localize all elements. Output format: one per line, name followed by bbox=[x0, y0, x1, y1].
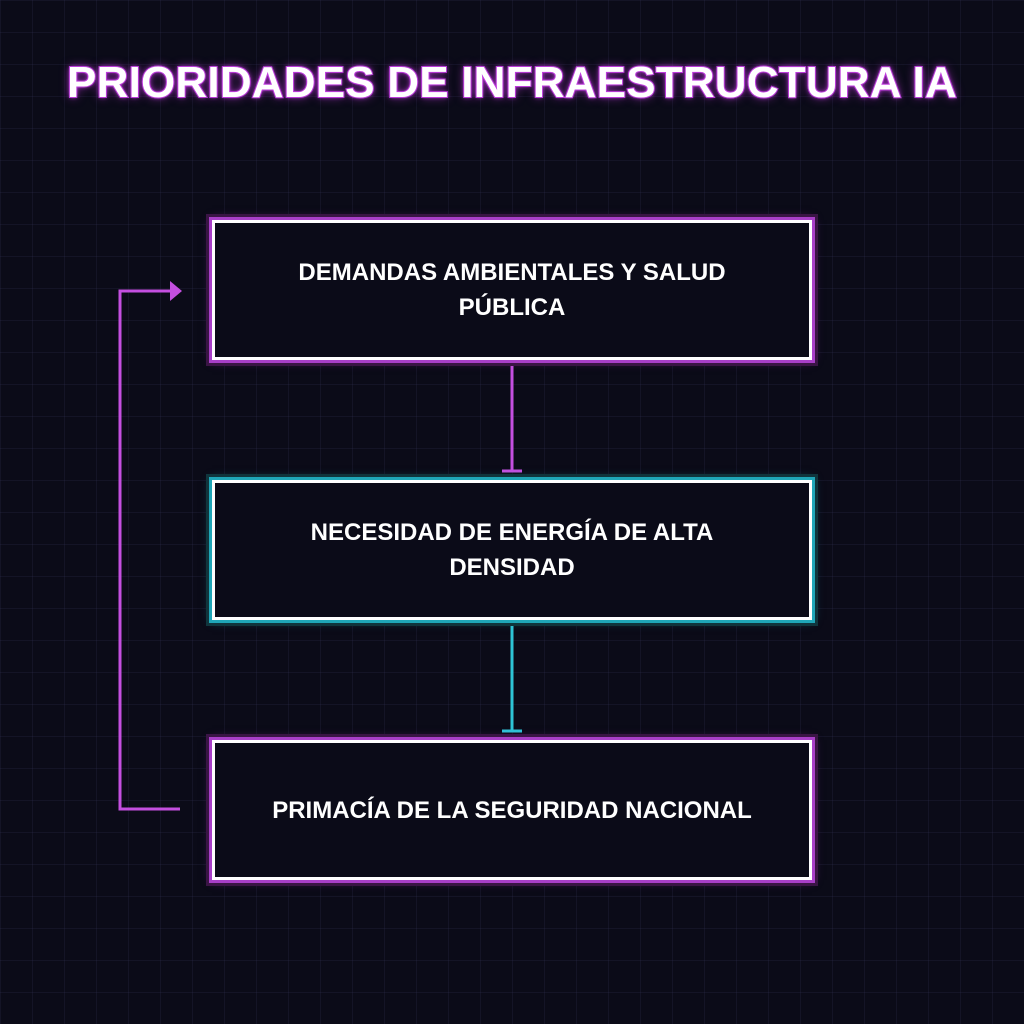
node-necesidad-energia[interactable]: NECESIDAD DE ENERGÍA DE ALTA DENSIDAD bbox=[212, 480, 812, 620]
edge-demandas-to-necesidad bbox=[502, 362, 522, 473]
node-demandas-ambientales[interactable]: DEMANDAS AMBIENTALES Y SALUD PÚBLICA bbox=[212, 220, 812, 360]
node-label: DEMANDAS AMBIENTALES Y SALUD PÚBLICA bbox=[298, 259, 726, 321]
edge-necesidad-to-primacia bbox=[502, 622, 522, 733]
edge-primacia-to-demandas bbox=[118, 281, 182, 811]
node-primacia-seguridad[interactable]: PRIMACÍA DE LA SEGURIDAD NACIONAL bbox=[212, 740, 812, 880]
diagram-title: PRIORIDADES DE INFRAESTRUCTURA IA bbox=[66, 57, 958, 108]
node-label: NECESIDAD DE ENERGÍA DE ALTA DENSIDAD bbox=[310, 519, 714, 581]
arrowhead-icon bbox=[170, 281, 182, 301]
node-label: PRIMACÍA DE LA SEGURIDAD NACIONAL bbox=[272, 796, 752, 824]
